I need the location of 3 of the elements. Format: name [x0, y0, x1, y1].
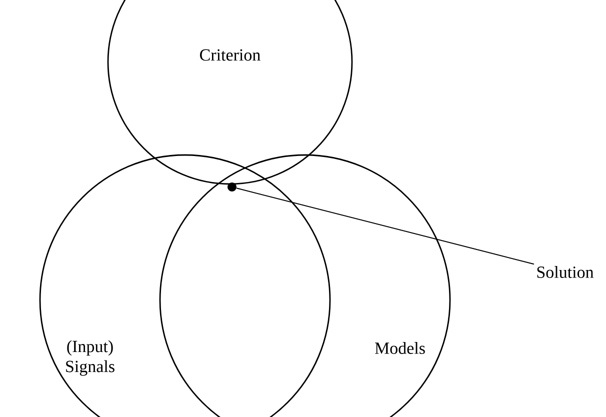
leader-line: [236, 188, 534, 265]
dot: [228, 182, 236, 192]
label: Solution: [537, 266, 594, 278]
